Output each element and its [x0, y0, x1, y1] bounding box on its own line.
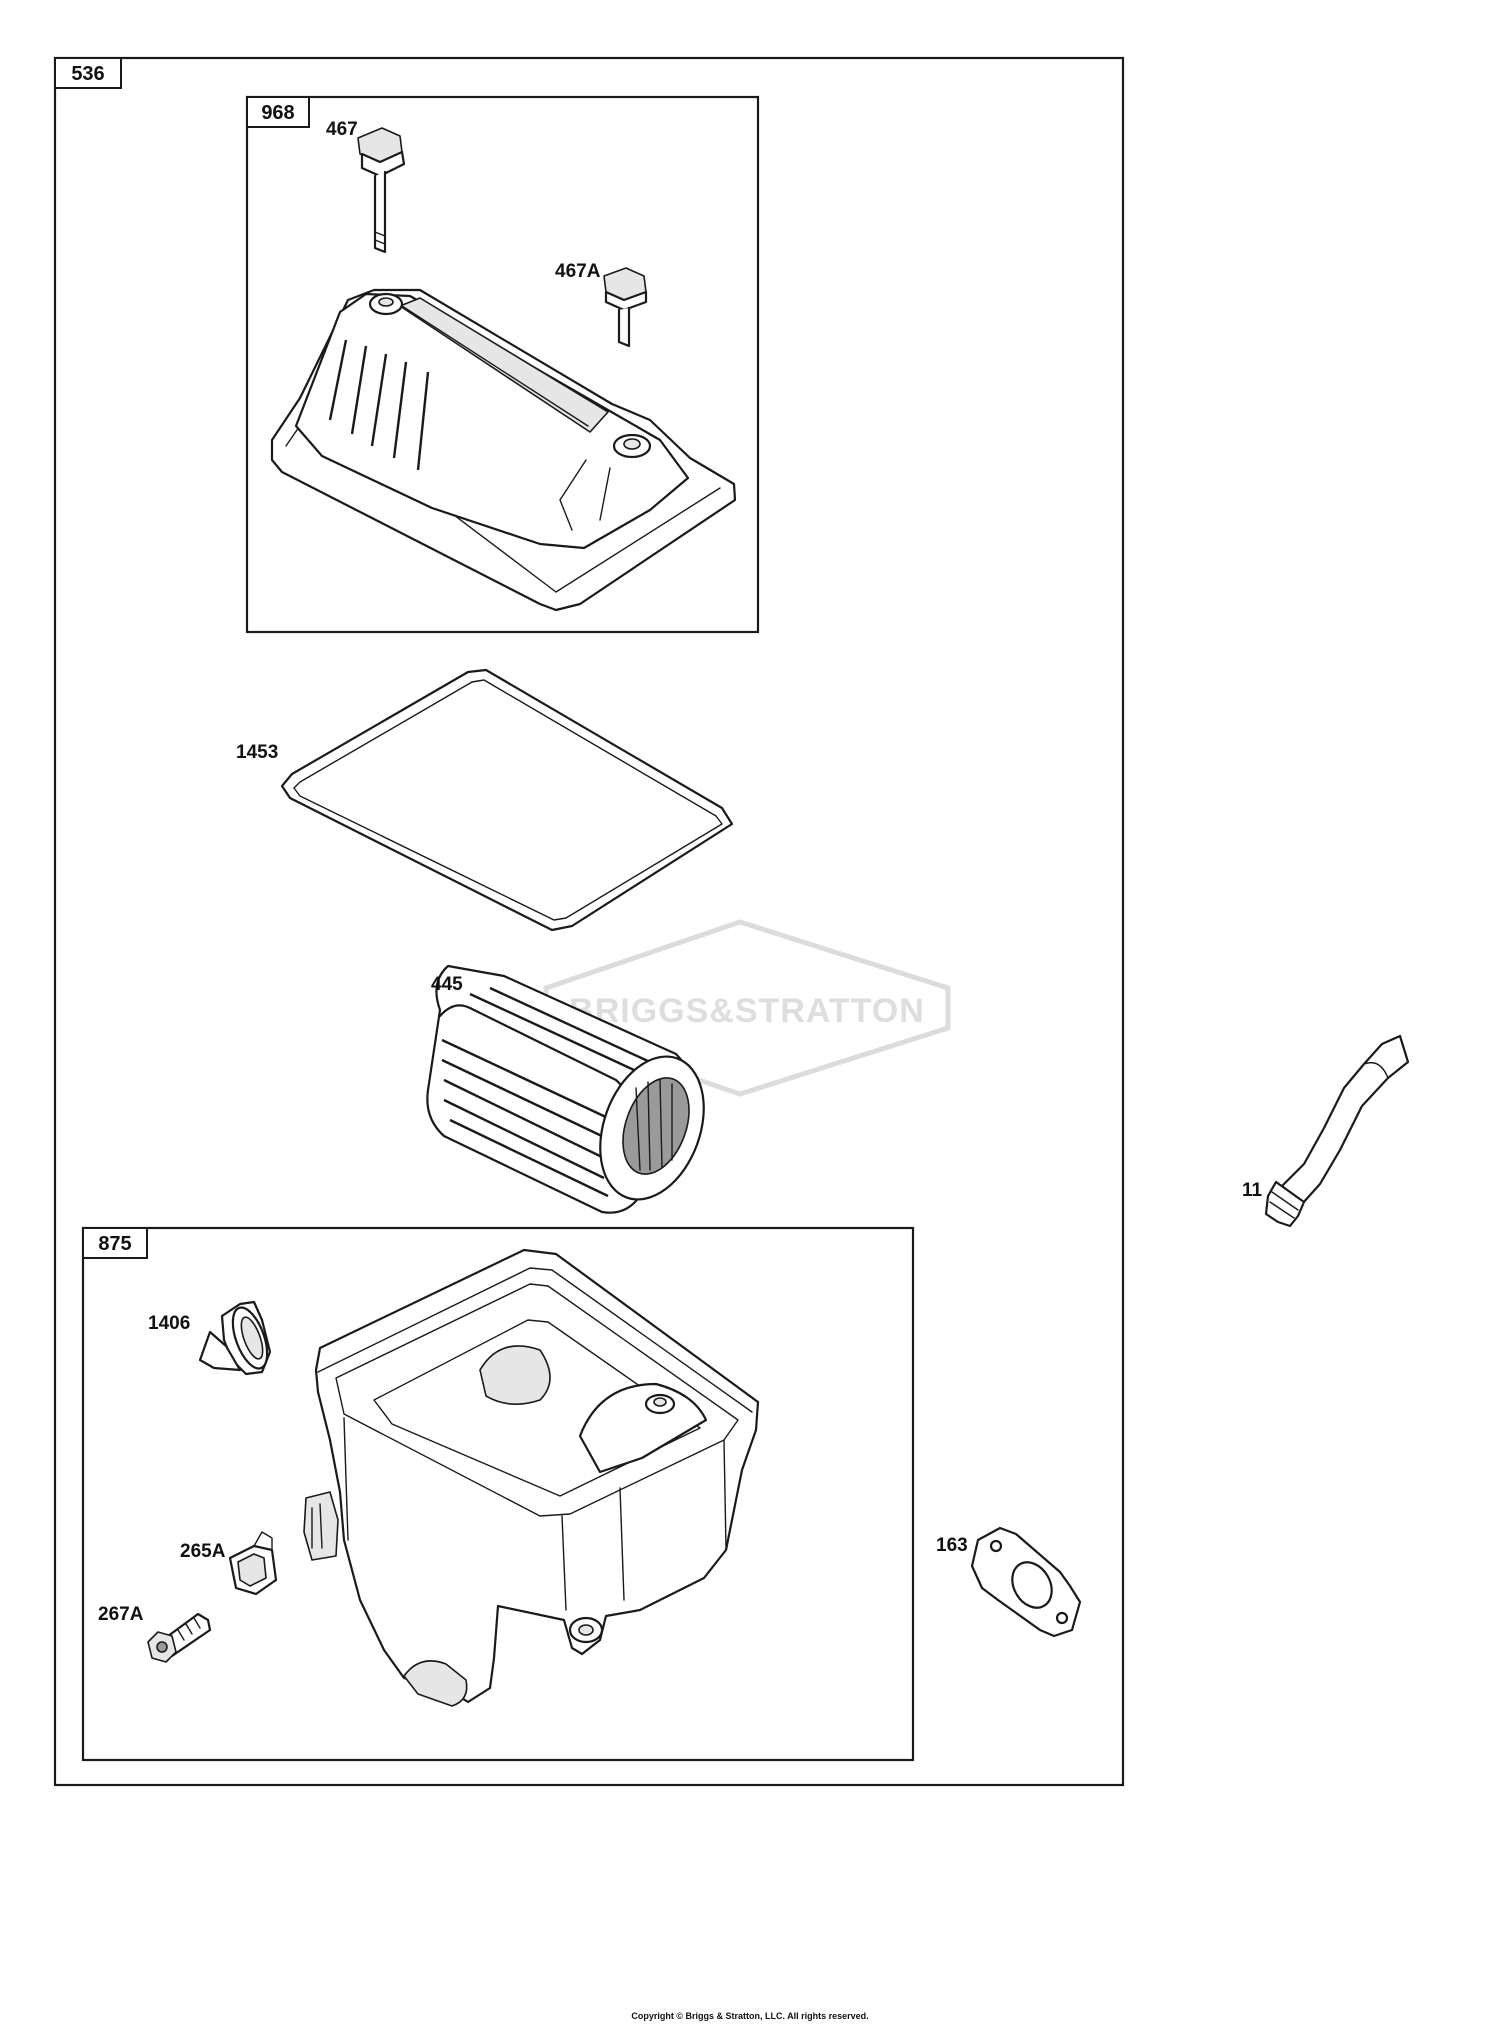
cover-fin-3: [370, 353, 388, 447]
callout-265a: 265A: [180, 1541, 226, 1562]
assembly-536-tag: 536: [71, 63, 104, 85]
airbox-side-tab-slots: [311, 1503, 323, 1549]
airbox-edges: [343, 1417, 727, 1611]
airbox-dome-hole: [653, 1397, 667, 1407]
assembly-875-tag: 875: [98, 1233, 131, 1255]
bolt-thread: [177, 1617, 201, 1641]
assembly-875-frame: [81, 1226, 915, 1762]
callout-267a: 267A: [98, 1604, 144, 1625]
callout-467: 467: [326, 119, 358, 140]
watermark-diamond: [543, 919, 951, 1097]
part-163-gasket: 163: [936, 1526, 1082, 1638]
part-1406-boot: 1406: [148, 1300, 272, 1376]
brand-watermark: BRIGGS&STRATTON: [543, 919, 951, 1097]
boot-opening: [240, 1316, 264, 1360]
watermark-text: BRIGGS&STRATTON: [569, 992, 925, 1030]
gasket-inner: [293, 679, 723, 921]
callout-11: 11: [1242, 1180, 1263, 1201]
filter-pleats-front: [441, 1038, 609, 1198]
cover-window-edge: [401, 305, 589, 427]
filter-inner-pleats: [635, 1079, 673, 1171]
callout-467a: 467A: [555, 261, 601, 282]
gasket-163-hole-top: [989, 1539, 1003, 1553]
part-445-air-filter: 445: [426, 964, 705, 1214]
cover-boss-right-hole: [623, 438, 641, 450]
hose-tube: [1280, 1034, 1410, 1206]
assembly-875: 875: [81, 1226, 915, 1762]
assembly-968-frame: [245, 95, 760, 634]
airbox-mount-hole: [578, 1624, 594, 1636]
part-1453-gasket: 1453: [236, 668, 734, 932]
cover-fin-2: [350, 345, 368, 435]
assembly-968: 968: [245, 95, 760, 634]
assembly-968-tag: 968: [261, 102, 294, 124]
part-11-hose: 11: [1242, 1034, 1410, 1228]
clip-face: [237, 1553, 267, 1587]
part-467-knob-bolt: 467: [326, 119, 406, 254]
knob-467-thread: [374, 231, 386, 245]
cover-top-window: [399, 297, 609, 433]
airbox-rim-top: [317, 1267, 753, 1413]
knob-467-collar: [360, 150, 406, 178]
assembly-875-tag-box: [82, 1227, 148, 1259]
hose-fitting-ribs: [1269, 1191, 1299, 1219]
part-air-box-base: [303, 1248, 760, 1707]
cover-boss-left-hole: [378, 297, 394, 307]
clip-tab: [253, 1531, 273, 1551]
callout-1453: 1453: [236, 742, 278, 763]
gasket-163-hole-bottom: [1055, 1611, 1069, 1625]
hose-bend: [1363, 1061, 1389, 1079]
hose-fitting: [1264, 1180, 1306, 1228]
airbox-inlet-cone: [479, 1345, 551, 1405]
knob-467a-collar: [604, 290, 648, 312]
boot-lip: [198, 1330, 242, 1372]
bolt-head-socket: [156, 1641, 168, 1653]
gasket-163-port: [1011, 1561, 1053, 1609]
airbox-tray: [373, 1319, 701, 1497]
part-265a-clip: 265A: [180, 1531, 278, 1596]
gasket-outer: [280, 668, 734, 932]
knob-467-shaft: [373, 170, 387, 254]
assembly-536-frame: [53, 56, 1125, 1787]
filter-pleats-top: [469, 986, 651, 1072]
assembly-968-tag-box: [246, 96, 310, 128]
cover-fin-5: [416, 371, 430, 471]
assembly-536-tag-box: [54, 57, 122, 89]
cover-ribs: [559, 459, 611, 531]
airbox-shell: [314, 1248, 760, 1704]
part-breather-cover: [270, 288, 737, 612]
copyright-notice: Copyright © Briggs & Stratton, LLC. All …: [631, 2011, 868, 2021]
knob-467a-shaft: [617, 306, 631, 348]
assembly-536: 536: [53, 56, 1125, 1787]
part-267a-bolt: 267A: [98, 1604, 212, 1663]
callout-163: 163: [936, 1535, 968, 1556]
airbox-drain-spout: [403, 1660, 468, 1707]
cover-shell: [294, 292, 690, 550]
cover-fin-1: [328, 339, 348, 421]
cover-fin-4: [392, 361, 408, 459]
callout-445: 445: [431, 974, 463, 995]
part-467a-knob-bolt: 467A: [555, 261, 648, 348]
callout-1406: 1406: [148, 1313, 190, 1334]
